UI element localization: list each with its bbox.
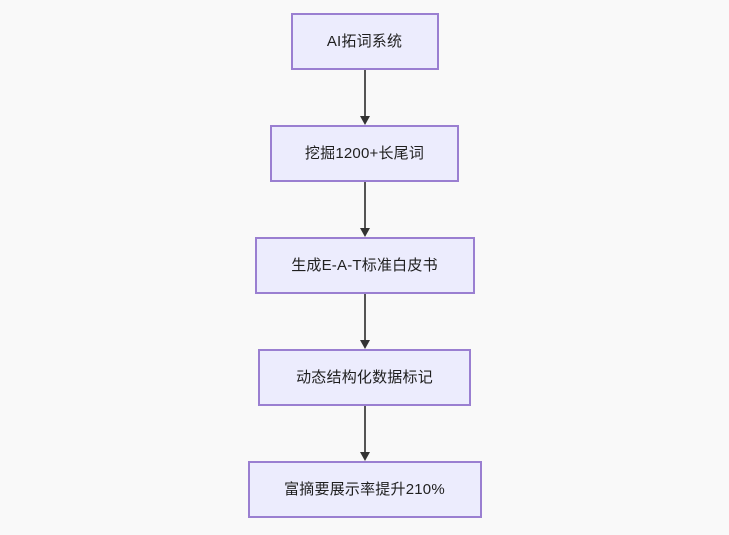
arrow-line bbox=[363, 70, 366, 117]
flowchart-arrow-0-to-1 bbox=[359, 70, 371, 125]
flowchart-node-label: 挖掘1200+长尾词 bbox=[304, 145, 425, 162]
arrow-head-icon bbox=[359, 452, 370, 461]
arrow-line bbox=[363, 294, 366, 341]
flowchart-node-label: 富摘要展示率提升210% bbox=[284, 481, 445, 498]
arrow-head-icon bbox=[359, 340, 370, 349]
flowchart-node-label: AI拓词系统 bbox=[326, 33, 403, 50]
flowchart-node-label: 生成E-A-T标准白皮书 bbox=[291, 257, 438, 274]
flowchart-arrow-3-to-4 bbox=[359, 406, 371, 461]
arrow-head-icon bbox=[359, 116, 370, 125]
flowchart-node-label: 动态结构化数据标记 bbox=[296, 369, 433, 386]
flowchart-node-dynamic-structured-data-markup[interactable]: 动态结构化数据标记 bbox=[258, 349, 471, 406]
flowchart-arrow-1-to-2 bbox=[359, 182, 371, 237]
flowchart-arrow-2-to-3 bbox=[359, 294, 371, 349]
arrow-head-icon bbox=[359, 228, 370, 237]
flowchart-node-rich-snippet-impression-uplift[interactable]: 富摘要展示率提升210% bbox=[247, 461, 482, 518]
arrow-line bbox=[363, 182, 366, 229]
flowchart-node-mine-longtail-keywords[interactable]: 挖掘1200+长尾词 bbox=[270, 125, 459, 182]
arrow-line bbox=[363, 406, 366, 453]
flowchart-node-generate-eat-whitepaper[interactable]: 生成E-A-T标准白皮书 bbox=[254, 237, 475, 294]
flowchart-node-ai-keyword-system[interactable]: AI拓词系统 bbox=[290, 13, 439, 70]
